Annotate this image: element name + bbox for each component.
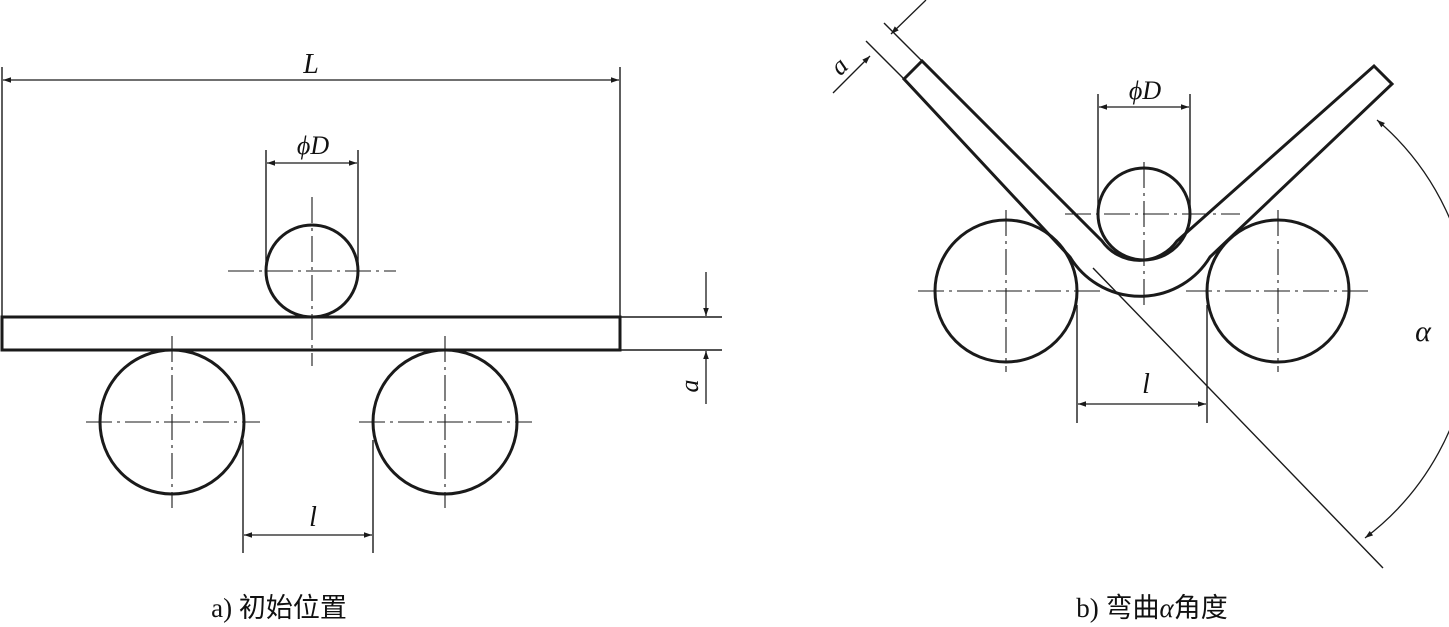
bent-specimen [901,58,1395,298]
thickness-dimension: a [620,272,722,404]
angle-dimension: α [1364,119,1449,539]
thickness-dimension: a [824,0,927,94]
span-label: l [1142,369,1150,400]
diagram-b-bent-angle: a ϕD l α b) 弯曲α角度 [824,0,1449,623]
diameter-label: ϕD [297,131,329,160]
diameter-dimension: ϕD [265,131,359,270]
span-label: l [309,502,317,533]
diameter-label: ϕD [1129,76,1161,105]
length-label: L [302,49,319,80]
span-dimension: l [242,440,374,553]
diagram-a-initial-position: L ϕD a l a) 初始位置 [0,49,722,623]
length-dimension: L [1,49,621,317]
angle-label: α [1415,315,1432,348]
caption-a: a) 初始位置 [211,593,347,623]
diameter-dimension: ϕD [1097,76,1191,212]
specimen-bar [0,315,622,352]
caption-b: b) 弯曲α角度 [1076,593,1227,623]
thickness-label: a [675,380,704,393]
leg-extension-line [1092,267,1384,569]
span-dimension: l [1076,305,1208,423]
